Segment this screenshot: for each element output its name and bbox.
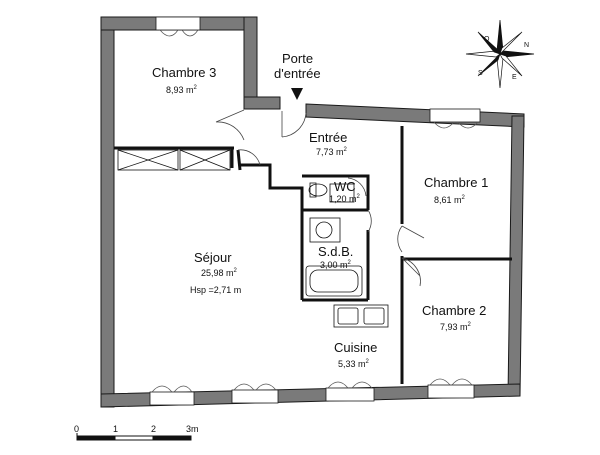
room-name-entree: Entrée — [309, 130, 348, 145]
room-area-cuisine: 5,33 m2 — [338, 359, 369, 369]
sdb-sink — [315, 221, 333, 239]
room-name-wc: WC — [334, 179, 356, 194]
scale-bar — [76, 433, 192, 441]
wall-top-right — [305, 103, 525, 128]
wall-left — [100, 16, 115, 408]
entrance-arrow — [291, 88, 303, 100]
room-name-chambre2: Chambre 2 — [422, 303, 487, 318]
interior-walls — [114, 126, 512, 384]
compass-o: O — [484, 36, 490, 43]
room-name-sejour: Séjour — [194, 250, 232, 265]
wall-right — [507, 115, 525, 397]
room-name-chambre3: Chambre 3 — [152, 65, 217, 80]
room-area-chambre1: 8,61 m2 — [434, 195, 465, 205]
windows — [149, 16, 481, 406]
wc-basin — [329, 183, 355, 203]
kitchen-sink — [333, 304, 389, 328]
window-chambre1 — [429, 108, 481, 123]
window-sejour-2 — [231, 389, 279, 404]
compass-e: E — [512, 74, 517, 81]
door-chambre3 — [215, 109, 245, 141]
room-name-chambre1: Chambre 1 — [424, 175, 489, 190]
room-name-sdb: S.d.B. — [318, 244, 354, 259]
bathtub — [305, 265, 363, 297]
fixtures — [305, 182, 389, 328]
door-entree — [281, 111, 307, 138]
window-chambre3 — [155, 16, 201, 31]
door-wc — [347, 177, 367, 197]
wc-toilet — [308, 183, 328, 197]
room-area-chambre3: 8,93 m2 — [166, 85, 197, 95]
window-chambre2 — [427, 384, 475, 399]
door-sejour — [237, 149, 261, 166]
door-chambre1 — [397, 225, 425, 253]
entrance-label-line2: d'entrée — [274, 66, 321, 81]
scale-tick-3m: 3m — [186, 424, 199, 434]
wall-bottom — [100, 383, 521, 408]
window-sejour-1 — [149, 391, 195, 406]
wall-entry-step — [243, 96, 281, 110]
compass-s: S — [478, 70, 483, 77]
window-swings — [151, 29, 479, 393]
room-ceiling-height-sejour: Hsp =2,71 m — [190, 285, 242, 295]
window-cuisine — [325, 387, 375, 402]
scale-tick-2: 2 — [151, 424, 157, 434]
closet — [117, 149, 231, 171]
wall-right-chambre3 — [243, 16, 258, 108]
room-area-chambre2: 7,93 m2 — [440, 322, 471, 332]
room-area-sejour: 25,98 m2 — [201, 268, 237, 278]
room-area-wc: 1,20 m2 — [329, 194, 360, 204]
door-sdb — [367, 209, 372, 233]
room-area-entree: 7,73 m2 — [316, 147, 347, 157]
scale-tick-1: 1 — [113, 424, 119, 434]
room-name-cuisine: Cuisine — [334, 340, 378, 355]
door-chambre2 — [401, 257, 421, 287]
entrance-label-line1: Porte — [282, 51, 314, 66]
compass-rose — [465, 19, 535, 89]
room-area-sdb: 3,00 m2 — [320, 260, 351, 270]
compass-n: N — [524, 42, 530, 49]
scale-tick-0: 0 — [74, 424, 80, 434]
doors — [215, 109, 425, 287]
